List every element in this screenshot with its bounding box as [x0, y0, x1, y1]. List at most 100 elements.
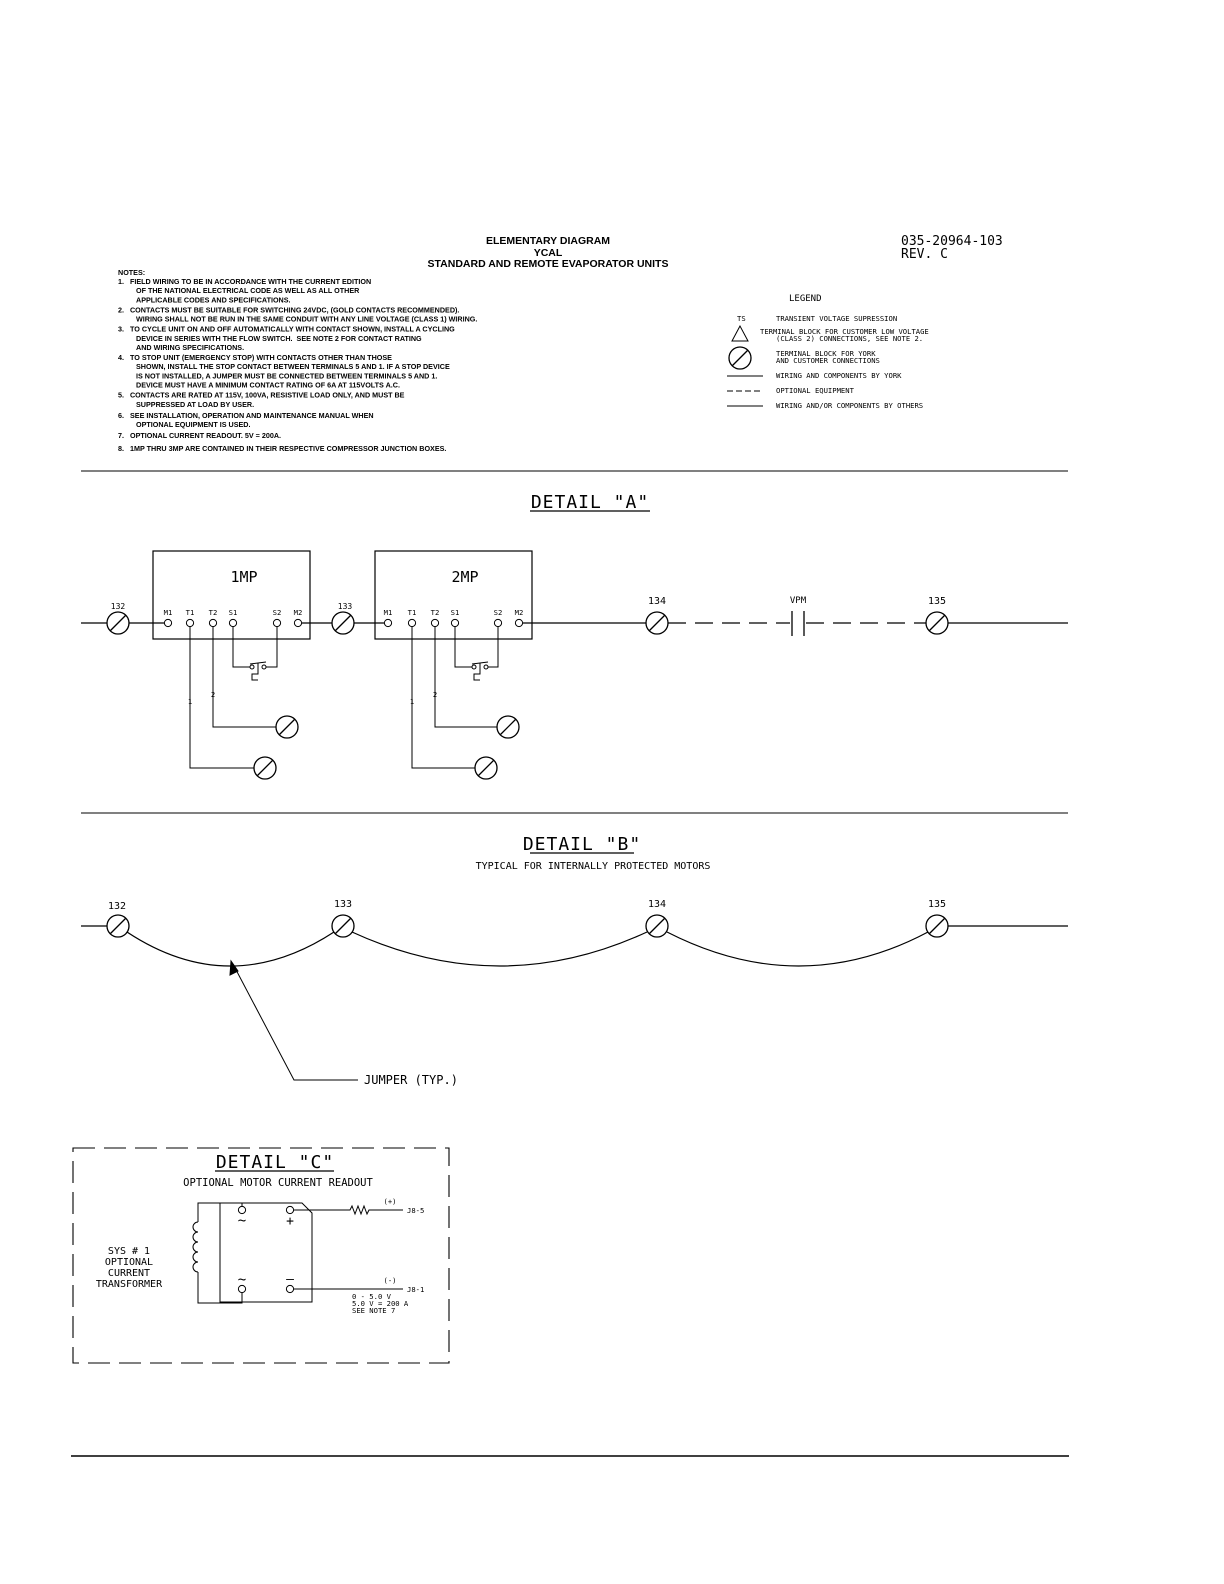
module-2mp-label: 2MP — [451, 568, 478, 586]
title-line-2: YCAL — [534, 247, 563, 259]
terminal-134-label: 134 — [648, 596, 666, 607]
minus-output-label: (-) — [384, 1276, 397, 1285]
detail-b: DETAIL "B" TYPICAL FOR INTERNALLY PROTEC… — [81, 834, 1068, 1087]
terminal-134-b — [645, 914, 669, 938]
jumper-label: JUMPER (TYP.) — [364, 1073, 458, 1087]
note-line: OPTIONAL EQUIPMENT IS USED. — [136, 420, 250, 429]
pin-t1-label-2: T1 — [408, 608, 417, 617]
detail-b-subtitle: TYPICAL FOR INTERNALLY PROTECTED MOTORS — [476, 861, 711, 872]
module-1mp: 1MP M1 T1 T2 S1 S2 M2 — [152, 550, 311, 780]
legend-triangle-desc-1: TERMINAL BLOCK FOR CUSTOMER LOW VOLTAGE — [760, 327, 929, 336]
terminal-133-b-label: 133 — [334, 899, 352, 910]
sys-label-2: OPTIONAL — [105, 1257, 153, 1268]
note-line: SHOWN, INSTALL THE STOP CONTACT BETWEEN … — [136, 362, 450, 371]
terminal-135-label: 135 — [928, 596, 946, 607]
terminal-133-b — [331, 914, 355, 938]
transformer-coil-icon — [192, 1202, 243, 1304]
terminal-134 — [645, 611, 669, 635]
note-line: 3. TO CYCLE UNIT ON AND OFF AUTOMATICALL… — [118, 325, 455, 334]
legend-circle-desc-1: TERMINAL BLOCK FOR YORK — [776, 349, 876, 358]
pin-m2-label: M2 — [294, 608, 303, 617]
terminal-t2-lead — [275, 715, 299, 739]
resistor-icon — [294, 1204, 403, 1216]
terminal-132-b — [106, 914, 130, 938]
module-1mp-label: 1MP — [230, 568, 257, 586]
note-line: DEVICE IN SERIES WITH THE FLOW SWITCH. S… — [136, 334, 422, 343]
plus-output-label: (+) — [384, 1197, 397, 1206]
wire-2-label: 2 — [211, 690, 215, 699]
vpm-contact: VPM — [790, 596, 807, 636]
legend-section: LEGEND TS TRANSIENT VOLTAGE SUPRESSION T… — [727, 294, 929, 410]
ac-input-label-1: ~ — [238, 1213, 246, 1229]
terminal-132-label: 132 — [111, 602, 126, 611]
note-line: 5. CONTACTS ARE RATED AT 115V, 100VA, RE… — [118, 391, 405, 400]
title-block: ELEMENTARY DIAGRAM YCAL STANDARD AND REM… — [428, 234, 1003, 270]
note-line: IS NOT INSTALLED, A JUMPER MUST BE CONNE… — [136, 371, 437, 380]
pin-s1-label-2: S1 — [451, 608, 460, 617]
range-label-3: SEE NOTE 7 — [352, 1306, 395, 1315]
note-line: AND WIRING SPECIFICATIONS. — [136, 343, 244, 352]
notes-heading: NOTES: — [118, 268, 145, 277]
j8-5-label: J8-5 — [407, 1206, 424, 1215]
note-line: 7. OPTIONAL CURRENT READOUT. 5V = 200A. — [118, 431, 281, 440]
terminal-135-b — [925, 914, 949, 938]
sys-label-1: SYS # 1 — [108, 1246, 150, 1257]
terminal-132-b-label: 132 — [108, 901, 126, 912]
drawing-revision: REV. C — [901, 247, 948, 262]
wire-1-label-2: 1 — [410, 697, 414, 706]
sys-label-3: CURRENT — [108, 1268, 150, 1279]
pin-t1-label: T1 — [186, 608, 195, 617]
detail-c-subtitle: OPTIONAL MOTOR CURRENT READOUT — [183, 1177, 373, 1189]
terminal-circle-icon — [728, 346, 752, 370]
legend-solid-desc: WIRING AND COMPONENTS BY YORK — [776, 371, 902, 380]
detail-a: DETAIL "A" VPM 132 133 134 135 — [81, 492, 1068, 780]
vpm-label: VPM — [790, 596, 807, 606]
notes-list: 1. FIELD WIRING TO BE IN ACCORDANCE WITH… — [118, 277, 477, 453]
legend-others-desc: WIRING AND/OR COMPONENTS BY OTHERS — [776, 401, 923, 410]
pin-m1-label: M1 — [164, 608, 173, 617]
pin-s2-label-2: S2 — [494, 608, 503, 617]
title-line-1: ELEMENTARY DIAGRAM — [486, 235, 610, 247]
notes-section: NOTES: 1. FIELD WIRING TO BE IN ACCORDAN… — [118, 268, 477, 453]
note-line: 8. 1MP THRU 3MP ARE CONTAINED IN THEIR R… — [118, 444, 446, 453]
legend-heading: LEGEND — [789, 294, 822, 304]
pin-t2-label-2: T2 — [431, 608, 440, 617]
title-line-3: STANDARD AND REMOTE EVAPORATOR UNITS — [428, 258, 669, 270]
terminal-134-b-label: 134 — [648, 899, 666, 910]
note-line: SUPPRESSED AT LOAD BY USER. — [136, 400, 254, 409]
readout-module — [219, 1202, 313, 1303]
pin-s2-label: S2 — [273, 608, 282, 617]
legend-ts-symbol: TS — [737, 314, 746, 323]
pin-m2-label-2: M2 — [515, 608, 524, 617]
terminal-133 — [331, 611, 355, 635]
detail-a-title: DETAIL "A" — [531, 492, 649, 513]
terminal-t1-lead — [253, 756, 277, 780]
detail-c-title: DETAIL "C" — [216, 1152, 334, 1173]
note-line: 4. TO STOP UNIT (EMERGENCY STOP) WITH CO… — [118, 353, 392, 362]
terminal-132 — [106, 611, 130, 635]
range-label-2: 5.0 V = 200 A — [352, 1299, 409, 1308]
terminal-t1-lead-2 — [474, 756, 498, 780]
terminal-135-b-label: 135 — [928, 899, 946, 910]
note-line: OF THE NATIONAL ELECTRICAL CODE AS WELL … — [136, 286, 360, 295]
legend-circle-desc-2: AND CUSTOMER CONNECTIONS — [776, 356, 880, 365]
terminal-135 — [925, 611, 949, 635]
note-line: DEVICE MUST HAVE A MINIMUM CONTACT RATIN… — [136, 381, 400, 390]
detail-c: DETAIL "C" OPTIONAL MOTOR CURRENT READOU… — [72, 1147, 450, 1364]
pin-m1-label-2: M1 — [384, 608, 393, 617]
pin-t2-label: T2 — [209, 608, 218, 617]
module-2mp: 2MP M1 T1 T2 S1 S2 M2 — [374, 550, 533, 780]
jumper-leader-arrow — [229, 959, 358, 1081]
ac-input-label-2: ~ — [238, 1272, 246, 1288]
note-line: WIRING SHALL NOT BE RUN IN THE SAME COND… — [136, 315, 477, 324]
legend-ts-desc: TRANSIENT VOLTAGE SUPRESSION — [776, 314, 897, 323]
sys-label-4: TRANSFORMER — [96, 1279, 163, 1290]
legend-dash-desc: OPTIONAL EQUIPMENT — [776, 386, 855, 395]
drawing-number: 035-20964-103 — [901, 234, 1003, 249]
note-line: APPLICABLE CODES AND SPECIFICATIONS. — [136, 295, 291, 304]
dc-minus-label: – — [286, 1272, 294, 1287]
legend-triangle-desc-2: (CLASS 2) CONNECTIONS, SEE NOTE 2. — [776, 334, 923, 343]
range-label-1: 0 - 5.0 V — [352, 1292, 392, 1301]
detail-b-title: DETAIL "B" — [523, 834, 641, 855]
